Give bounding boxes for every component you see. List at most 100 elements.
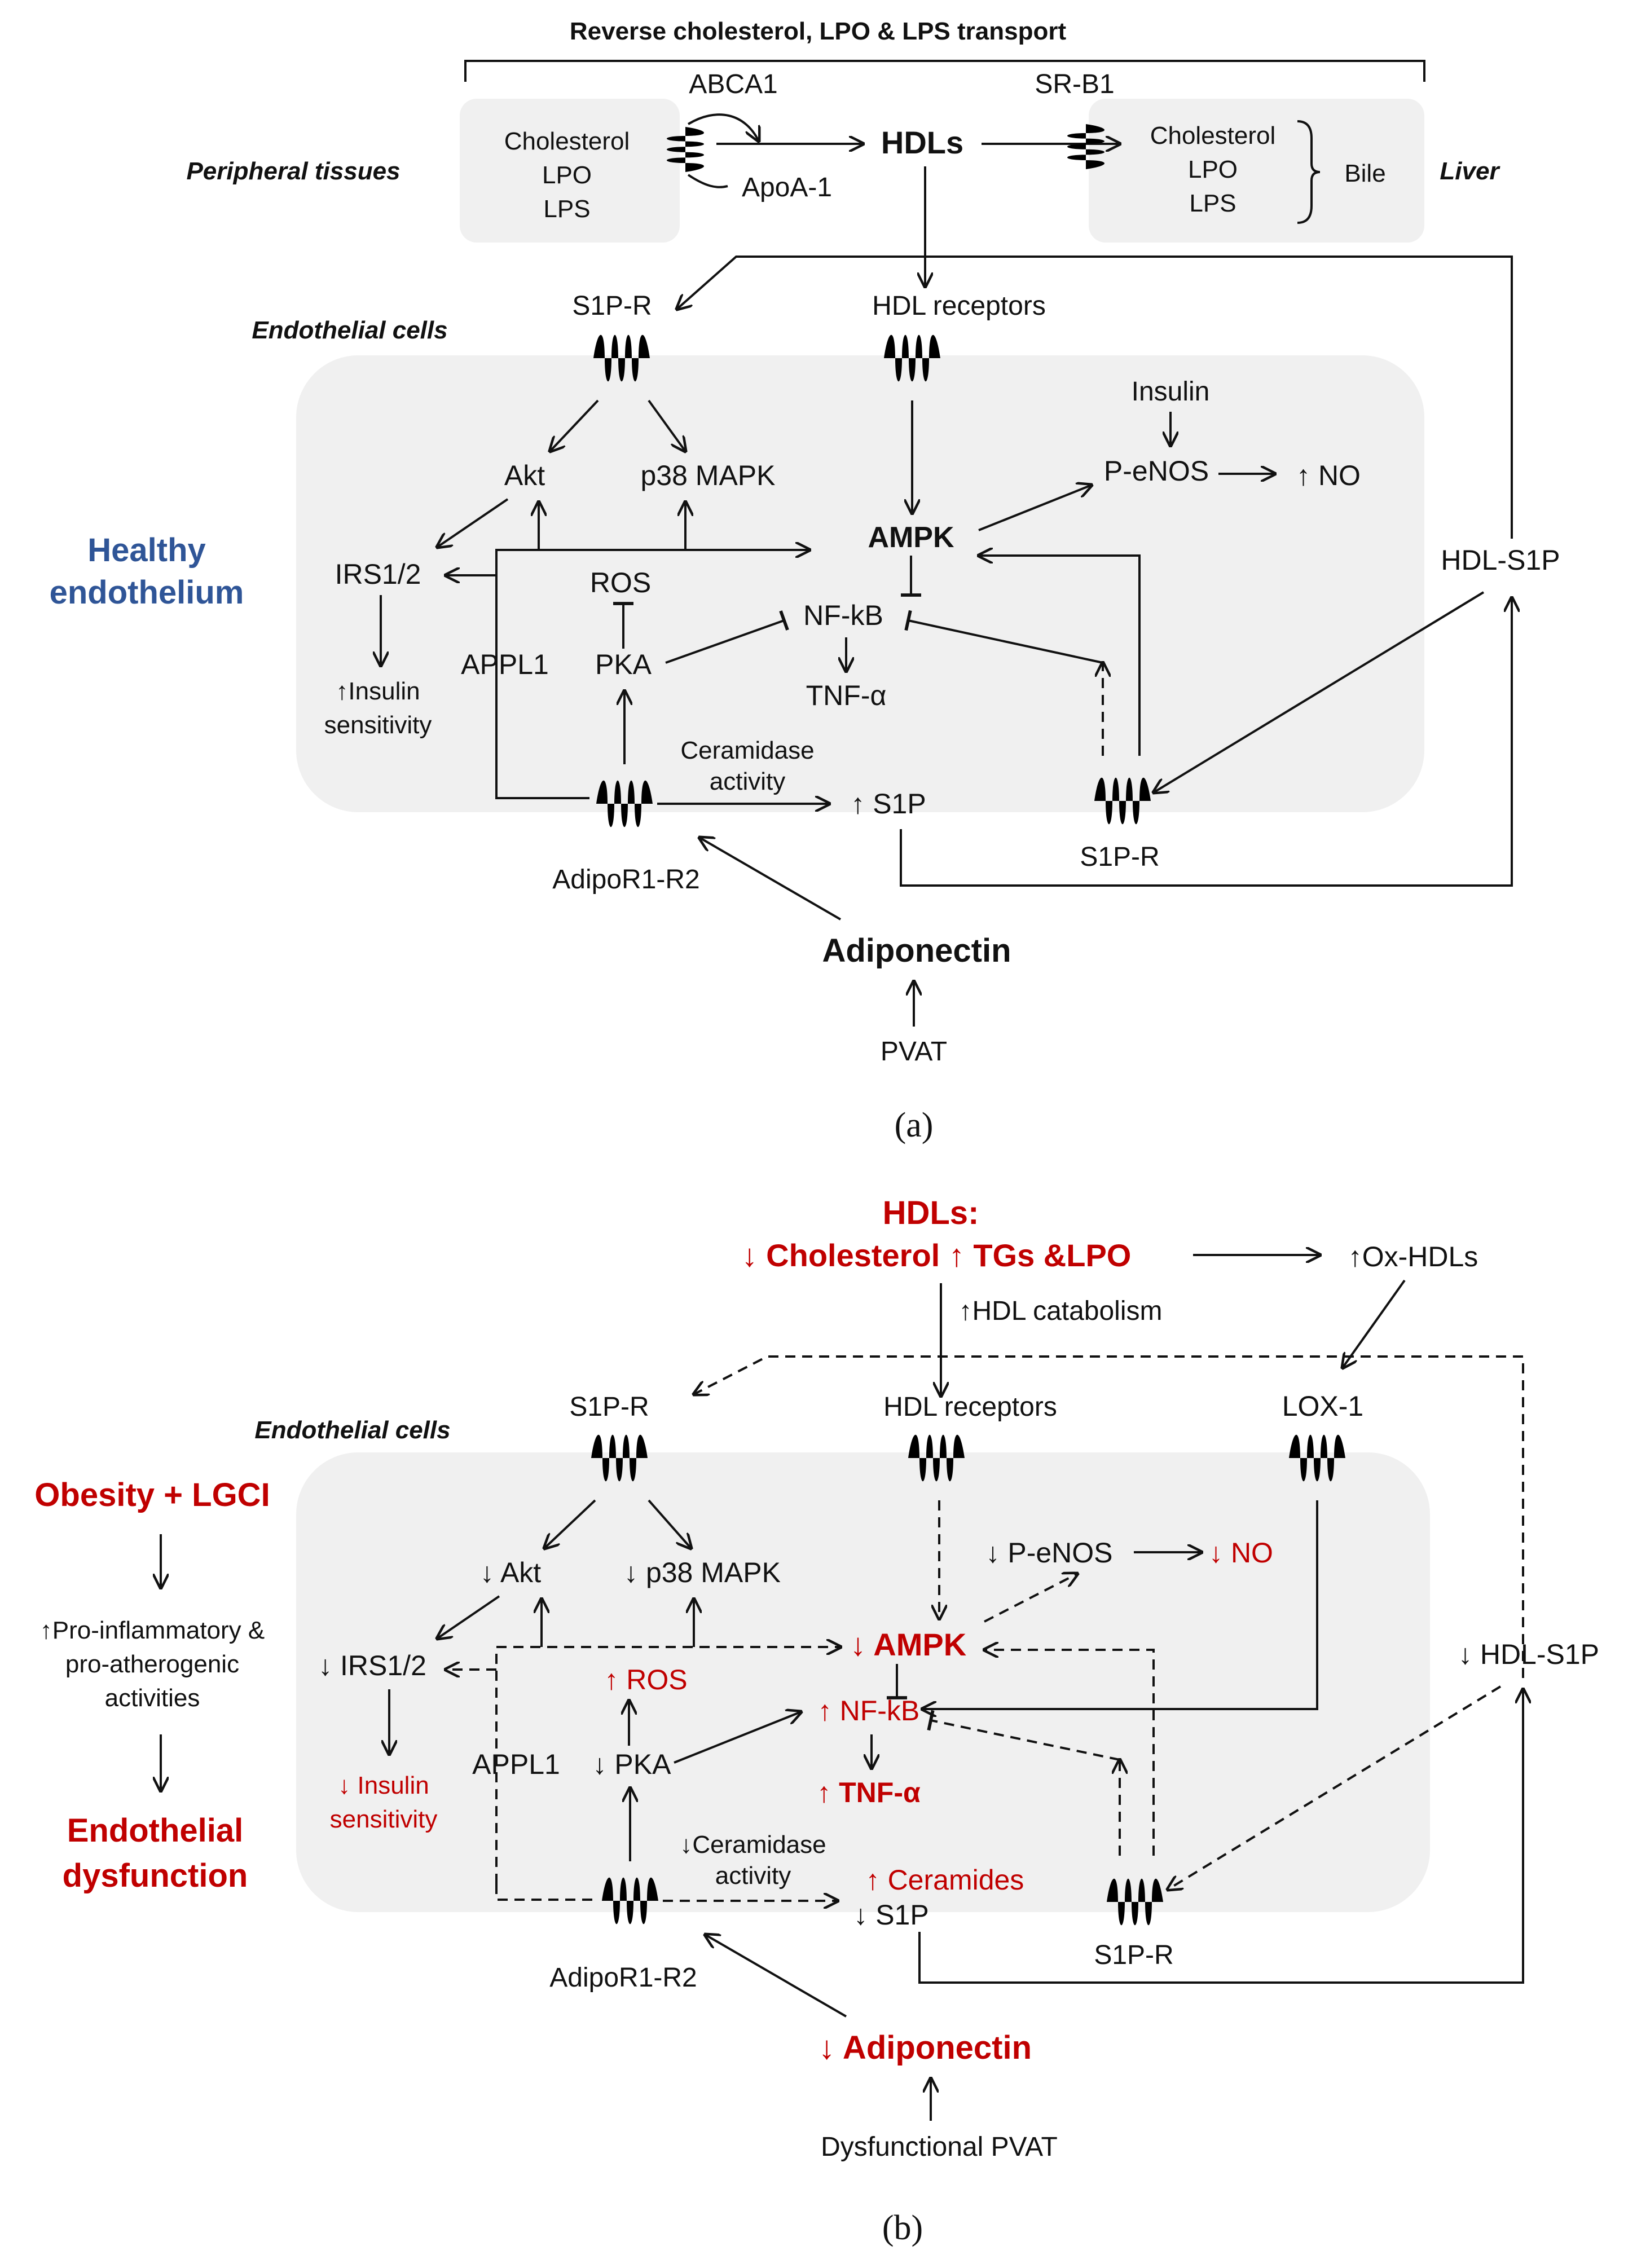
liver-label: Liver	[1440, 157, 1500, 185]
pvat-label-b: Dysfunctional PVAT	[821, 2132, 1058, 2162]
arrow-s1pr-ampk	[979, 556, 1141, 756]
pka-label: PKA	[595, 649, 652, 680]
periph-lps: LPS	[543, 195, 590, 223]
appl1-label-b: APPL1	[472, 1749, 560, 1780]
peNOS-label: P-eNOS	[1104, 455, 1209, 487]
ceramidase-2-b: activity	[715, 1862, 791, 1890]
bile-brace	[1297, 120, 1321, 224]
pro-inflam-1: ↑Pro-inflammatory &	[40, 1617, 265, 1644]
arrow-adiponectin-adipor-b	[705, 1935, 847, 2018]
endo-dys-1: Endothelial	[67, 1812, 244, 1849]
peripheral-tissues-label: Peripheral tissues	[186, 157, 400, 185]
insulin-sens-1-b: ↓ Insulin	[338, 1772, 429, 1799]
dashed-hdl-s1p-to-s1pr	[694, 1355, 1524, 1678]
hdl-catabolism-label: ↑HDL catabolism	[958, 1296, 1162, 1326]
ceramidase-2: activity	[710, 768, 785, 795]
ros-label-b: ↑ ROS	[604, 1664, 687, 1696]
hdl-s1p-label: HDL-S1P	[1441, 544, 1560, 576]
caption-b: (b)	[882, 2209, 923, 2247]
ox-hdls-label: ↑Ox-HDLs	[1348, 1241, 1478, 1272]
hdl-receptors-label: HDL receptors	[872, 291, 1046, 321]
ceramides-label-b: ↑ Ceramides	[866, 1864, 1024, 1896]
liver-cholesterol: Cholesterol	[1150, 122, 1276, 149]
adipor-label-b: AdipoR1-R2	[549, 1963, 697, 1993]
akt-label-b: ↓ Akt	[480, 1557, 541, 1588]
adipor-to-appl1	[495, 790, 589, 799]
insulin-label: Insulin	[1132, 377, 1210, 407]
arrow-s1pr-akt	[550, 399, 599, 451]
arrow-s1p-to-hdl-s1p-b	[918, 1689, 1523, 1984]
liver-lps: LPS	[1189, 190, 1236, 217]
pka-label-b: ↓ PKA	[593, 1749, 672, 1780]
endothelial-cells-label: Endothelial cells	[252, 316, 447, 344]
irs-label-b: ↓ IRS1/2	[318, 1650, 426, 1681]
endo-dys-2: dysfunction	[63, 1857, 248, 1894]
liver-lpo: LPO	[1188, 156, 1238, 183]
dashed-adipor-to-appl1	[495, 1884, 595, 1901]
panel-a: Reverse cholesterol, LPO & LPS transport…	[50, 17, 1560, 1144]
arrow-akt-irs-b	[437, 1595, 500, 1639]
ceramidase-1: Ceramidase	[680, 737, 814, 764]
dashed-s1pr-ampk-b	[984, 1650, 1155, 1856]
abca1-curve-arrow	[687, 113, 759, 141]
no-label-b: ↓ NO	[1209, 1537, 1273, 1569]
ampk-label: AMPK	[868, 521, 954, 554]
peripheral-box	[460, 99, 680, 243]
insulin-sens-1: ↑Insulin	[336, 677, 420, 705]
s1p-r-top-label: S1P-R	[572, 291, 652, 321]
lox1-label: LOX-1	[1282, 1390, 1364, 1422]
obesity-label: Obesity + LGCI	[34, 1477, 270, 1513]
ros-label: ROS	[590, 567, 651, 598]
dashed-to-nfkb-b	[927, 1710, 1120, 1761]
arrow-hdl-s1p-s1pr	[1154, 591, 1485, 792]
dashed-hdl-s1p-s1pr-b	[1168, 1685, 1502, 1890]
arrow-s1pr-p38-b	[648, 1499, 691, 1548]
apoa1-curve	[687, 174, 728, 188]
arrow-ox-lox1	[1343, 1279, 1406, 1368]
arrow-s1pr-akt-b	[544, 1499, 596, 1548]
arrow-adiponectin-adipor	[699, 838, 842, 921]
panel-b: HDLs: ↓ Cholesterol ↑ TGs &LPO ↑Ox-HDLs …	[34, 1195, 1599, 2247]
cell-panel-a	[296, 355, 1424, 812]
s1p-r-bottom-label-b: S1P-R	[1094, 1940, 1173, 1970]
hdl-s1p-label-b: ↓ HDL-S1P	[1458, 1639, 1599, 1670]
nfkb-label-b: ↑ NF-kB	[818, 1695, 920, 1727]
srb1-label: SR-B1	[1035, 69, 1114, 99]
arrow-hdl-s1p-to-s1pr	[677, 256, 1513, 539]
arrow-pka-nfkb-b	[674, 1712, 801, 1764]
adiponectin-label: Adiponectin	[822, 932, 1011, 969]
tnf-label: TNF-α	[806, 680, 887, 711]
s1p-r-bottom-label: S1P-R	[1080, 842, 1159, 872]
apoa1-label: ApoA-1	[742, 173, 832, 202]
adipor-label: AdipoR1-R2	[552, 865, 699, 895]
p38-label: p38 MAPK	[640, 460, 775, 491]
inhibit-pka-nfkb	[665, 610, 789, 664]
tnf-label-b: ↑ TNF-α	[817, 1777, 921, 1808]
periph-cholesterol: Cholesterol	[504, 127, 630, 155]
appl1-line-ampk	[495, 550, 809, 790]
hdls-sub-b: ↓ Cholesterol ↑ TGs &LPO	[742, 1238, 1132, 1273]
lox1-to-nfkb	[922, 1500, 1318, 1709]
akt-label: Akt	[504, 460, 545, 491]
healthy-endothelium-1: Healthy	[87, 532, 206, 569]
p38-label-b: ↓ p38 MAPK	[624, 1557, 781, 1588]
insulin-sens-2: sensitivity	[324, 711, 432, 739]
caption-a: (a)	[895, 1106, 934, 1144]
pvat-label: PVAT	[881, 1037, 947, 1067]
no-label: ↑ NO	[1296, 460, 1361, 491]
s1p-label-b: ↓ S1P	[853, 1899, 928, 1931]
cell-panel-b	[296, 1452, 1430, 1912]
pro-inflam-3: activities	[105, 1684, 200, 1712]
peNOS-label-b: ↓ P-eNOS	[985, 1537, 1112, 1569]
dashed-ampk-peNOS	[984, 1574, 1077, 1623]
irs-label: IRS1/2	[335, 558, 421, 590]
pro-inflam-2: pro-atherogenic	[65, 1650, 239, 1678]
top-title: Reverse cholesterol, LPO & LPS transport	[570, 17, 1067, 45]
transport-bracket	[464, 60, 1425, 82]
appl1-label: APPL1	[461, 649, 549, 680]
inhibit-to-nfkb	[904, 610, 1103, 664]
healthy-endothelium-2: endothelium	[50, 574, 244, 611]
arrow-akt-irs	[437, 498, 509, 547]
